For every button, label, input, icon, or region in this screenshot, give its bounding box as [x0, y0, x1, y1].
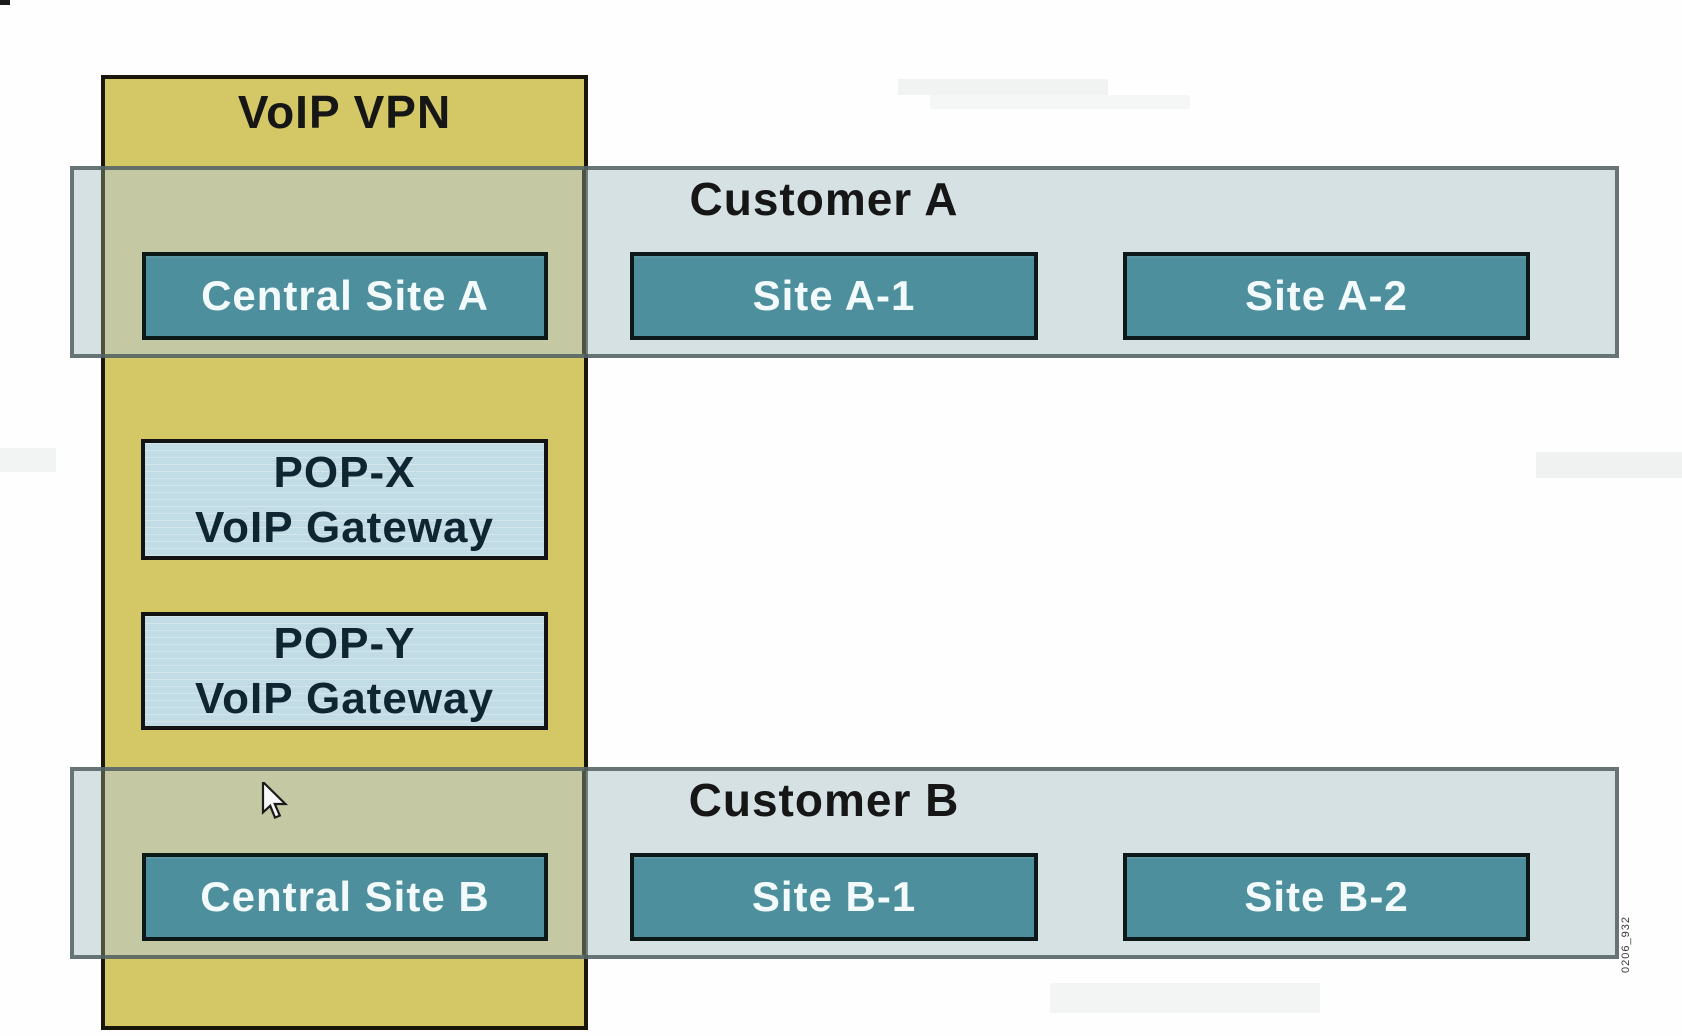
compression-artifact [898, 79, 1108, 95]
vpn-column-title: VoIP VPN [237, 86, 452, 138]
central-site-b-box: Central Site B [142, 853, 548, 941]
site-b-1-box: Site B-1 [630, 853, 1038, 941]
figure-number-watermark: 0206_932 [1620, 916, 1632, 973]
vpn-column-border-through-band [582, 170, 586, 354]
compression-artifact [0, 448, 56, 472]
vpn-column-border-through-band [101, 771, 105, 955]
arrow-pointer-icon [261, 779, 289, 820]
site-b-2-box: Site B-2 [1123, 853, 1530, 941]
central-site-a-box: Central Site A [142, 252, 548, 340]
compression-artifact [1536, 452, 1682, 478]
pop-y-gateway-box: POP-Y VoIP Gateway [141, 612, 548, 730]
pop-y-role: VoIP Gateway [195, 674, 494, 723]
corner-speck-artifact [0, 0, 10, 5]
vpn-column-border-through-band [582, 771, 586, 955]
compression-artifact [1050, 983, 1320, 1013]
mouse-cursor [261, 779, 289, 820]
customer-b-title: Customer B [688, 774, 960, 826]
vpn-column-border-through-band [101, 170, 105, 354]
pop-x-role: VoIP Gateway [195, 502, 494, 552]
site-a-1-box: Site A-1 [630, 252, 1038, 340]
pop-x-name: POP-X [273, 447, 416, 497]
site-a-2-box: Site A-2 [1123, 252, 1530, 340]
pop-y-name: POP-Y [273, 619, 416, 668]
customer-a-title: Customer A [689, 173, 959, 225]
pop-x-gateway-box: POP-X VoIP Gateway [141, 439, 548, 560]
compression-artifact [930, 95, 1190, 109]
